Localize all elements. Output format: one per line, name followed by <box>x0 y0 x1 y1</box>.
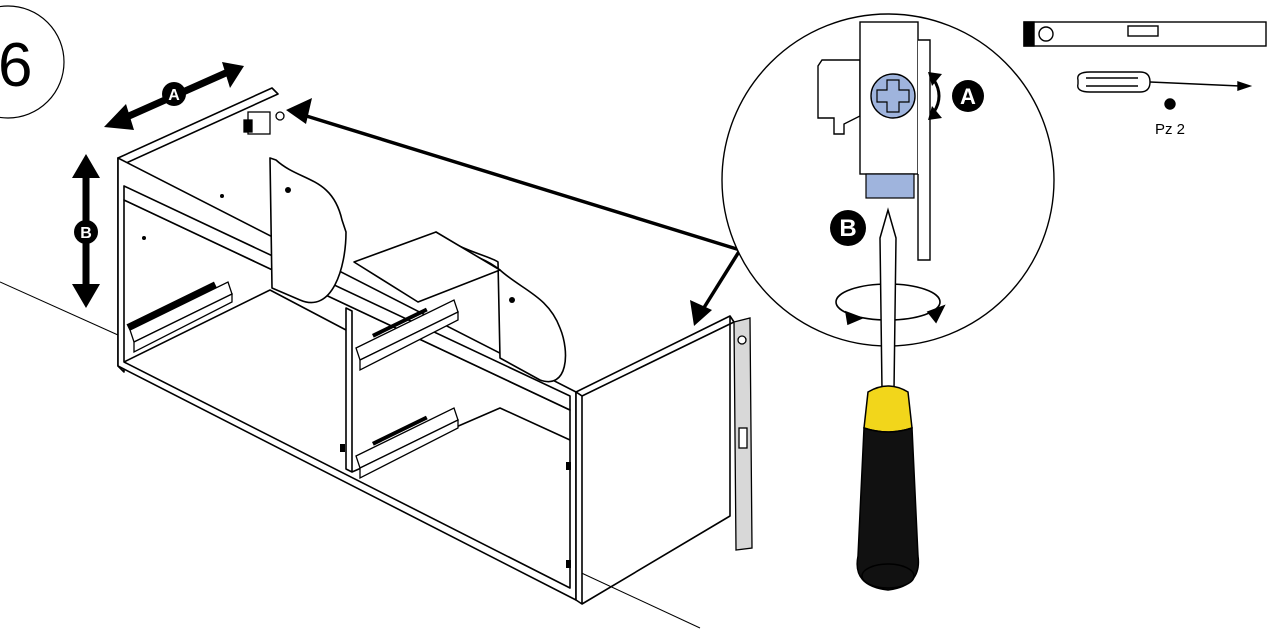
step-circle <box>0 5 65 119</box>
runner-center-lower <box>355 407 459 480</box>
cam-cross <box>876 79 910 113</box>
label-b-zoom: B <box>830 210 866 246</box>
cabinet-rear-support-1 <box>269 157 347 304</box>
label-a-cabinet: A <box>162 82 186 106</box>
cabinet <box>117 87 735 605</box>
svg-text:A: A <box>168 87 180 104</box>
wall-line-right <box>574 569 701 629</box>
tool-spirit-level <box>1023 21 1267 47</box>
screwdriver-size: Pz 2 <box>1155 121 1185 138</box>
runner-center-upper <box>355 299 459 372</box>
callout-lines <box>286 98 742 326</box>
cabinet-divider <box>345 307 353 473</box>
cabinet-details <box>142 187 571 568</box>
cabinet-right-edge <box>575 391 583 605</box>
cabinet-right-outer <box>581 316 731 605</box>
wall-bracket <box>243 111 285 135</box>
label-b-cabinet: B <box>74 220 98 244</box>
wall-lines <box>0 281 701 629</box>
svg-text:B: B <box>80 225 92 242</box>
svg-text:A: A <box>960 84 976 109</box>
screwdriver-large <box>856 207 920 591</box>
screwdriver-grip-yellow <box>863 385 913 433</box>
cabinet-bottom-edge <box>123 289 347 363</box>
step-number: 6 <box>0 31 32 100</box>
cabinet-right-side <box>575 315 735 397</box>
detail-zoom: A B <box>721 13 1055 347</box>
label-a-zoom: A <box>952 80 984 112</box>
tool-screwdriver-small <box>1077 71 1253 110</box>
spirit-level-vertical <box>733 317 753 551</box>
screwdriver-shaft <box>879 207 897 391</box>
zoom-arrow-a <box>928 72 942 120</box>
step-badge: 6 <box>0 5 65 119</box>
adjust-block <box>865 173 915 199</box>
wall-line-left <box>0 281 119 336</box>
runner-holes <box>149 289 428 446</box>
cabinet-middle-shelf <box>353 231 501 303</box>
svg-text:B: B <box>839 215 856 242</box>
